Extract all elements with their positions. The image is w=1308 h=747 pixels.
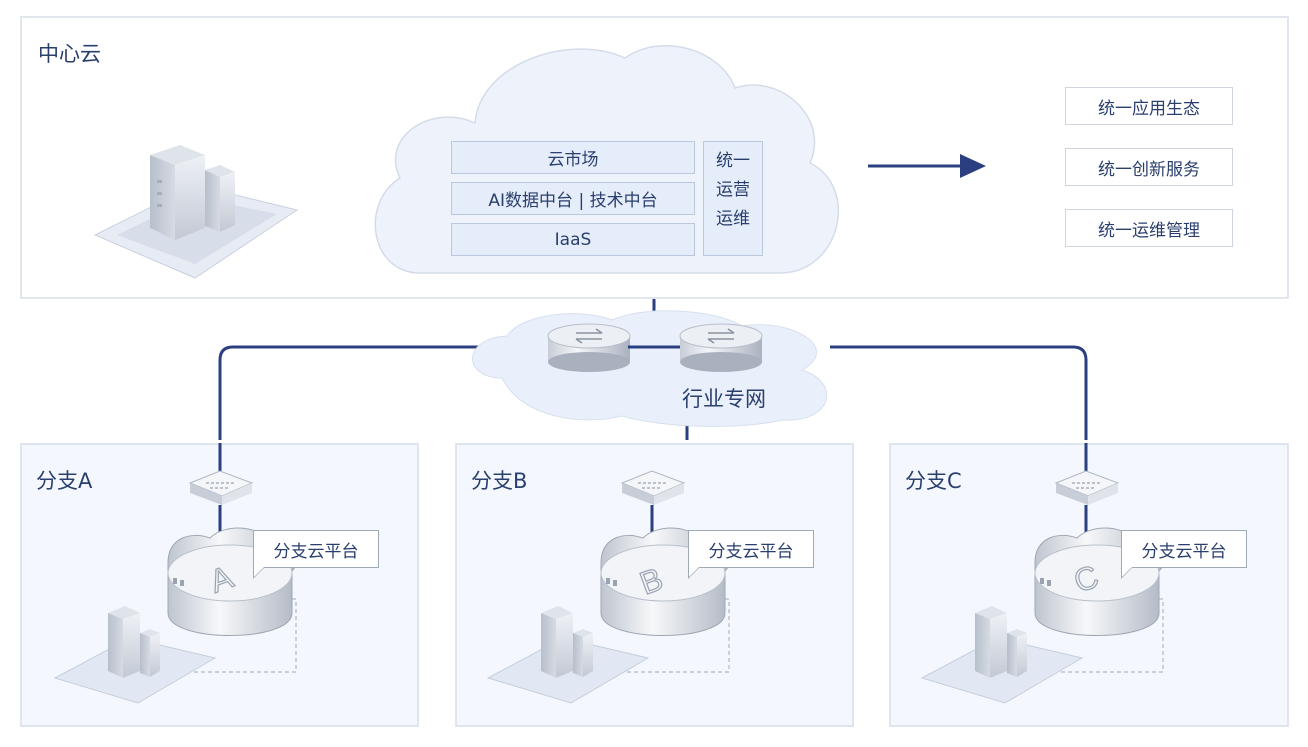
branch-b-illustration: B — [486, 470, 731, 704]
branch-c-callout: 分支云平台 — [1121, 530, 1247, 579]
router-icon — [547, 323, 631, 372]
branch-a-callout-text: 分支云平台 — [273, 541, 359, 562]
ops-line-1: 统一 — [716, 151, 750, 171]
center-cloud-title: 中心云 — [38, 42, 101, 66]
router-icon — [679, 323, 763, 372]
branch-a-callout: 分支云平台 — [253, 530, 379, 579]
unify-app-ecosystem: 统一应用生态 — [1065, 87, 1233, 125]
ops-line-2: 运营 — [716, 180, 750, 200]
branch-b-callout: 分支云平台 — [688, 530, 814, 579]
branch-c-illustration: C — [920, 443, 1165, 704]
unify-ops-management: 统一运维管理 — [1065, 209, 1233, 247]
building-illustration — [93, 145, 299, 279]
branch-c-title: 分支C — [905, 469, 962, 493]
stack-cloud-market: 云市场 — [451, 141, 695, 174]
unify-innovation-services: 统一创新服务 — [1065, 148, 1233, 186]
industry-network-cloud — [472, 310, 828, 427]
branch-b-title: 分支B — [471, 469, 528, 493]
ops-line-3: 运维 — [716, 209, 750, 229]
router-link — [628, 345, 682, 349]
branch-a-illustration: A — [53, 443, 298, 704]
industry-network-label: 行业专网 — [682, 387, 766, 411]
branch-b-callout-text: 分支云平台 — [708, 541, 794, 562]
right-arrow-icon — [868, 154, 986, 178]
stack-iaas: IaaS — [451, 223, 695, 256]
unified-ops-box: 统一 运营 运维 — [703, 141, 763, 256]
stack-data-tech-platform: AI数据中台 | 技术中台 — [451, 182, 695, 215]
branch-a-title: 分支A — [36, 469, 93, 493]
branch-c-callout-text: 分支云平台 — [1141, 541, 1227, 562]
